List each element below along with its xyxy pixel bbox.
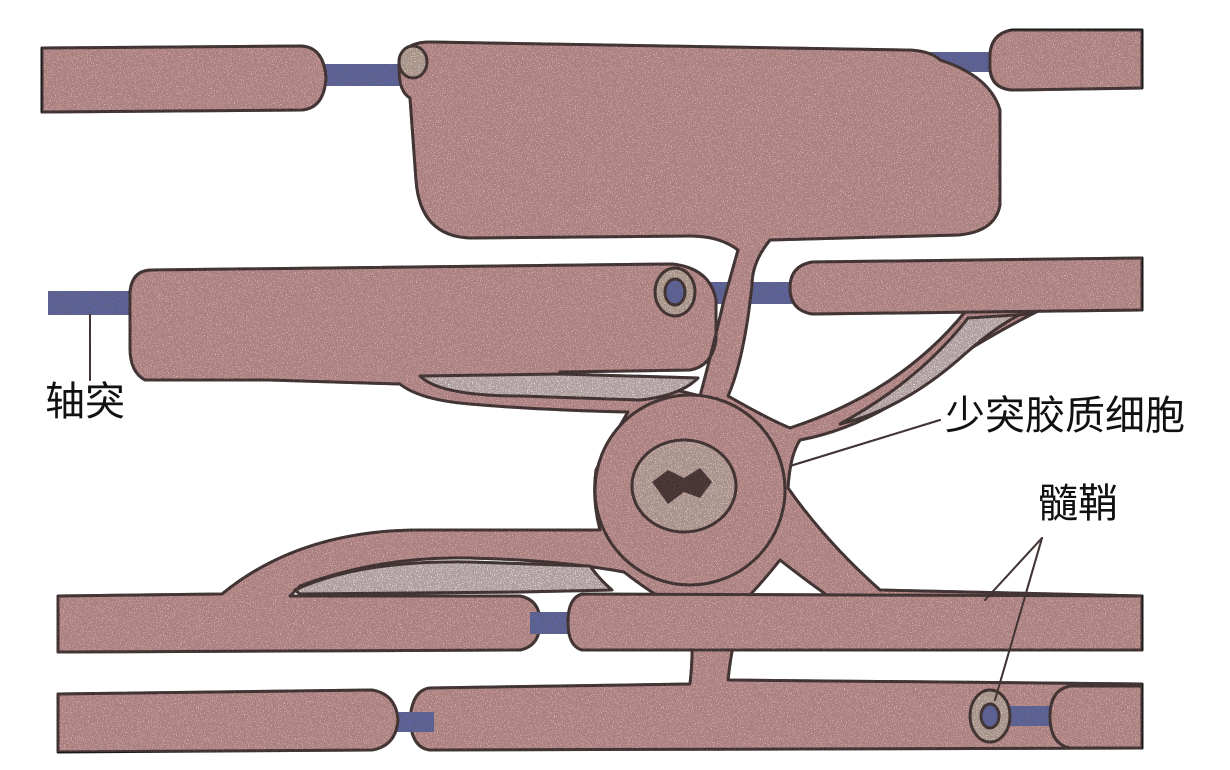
myelin-sheath [566, 592, 1144, 652]
axon-cut-end [663, 277, 687, 307]
myelin-sheath [788, 256, 1144, 316]
myelin-sheath [1048, 684, 1144, 750]
myelin-label: 髓鞘 [1038, 481, 1118, 527]
axon-cut-end [979, 702, 1001, 730]
axon-segment [48, 291, 138, 315]
axon-segment [394, 712, 434, 732]
myelin-sheath [56, 688, 400, 754]
axon-label: 轴突 [45, 379, 125, 425]
oligodendrocyte-label: 少突胶质细胞 [945, 393, 1185, 439]
axon-cut-end [397, 44, 429, 80]
myelin-sheath [988, 28, 1144, 92]
myelin-sheath [40, 44, 328, 114]
